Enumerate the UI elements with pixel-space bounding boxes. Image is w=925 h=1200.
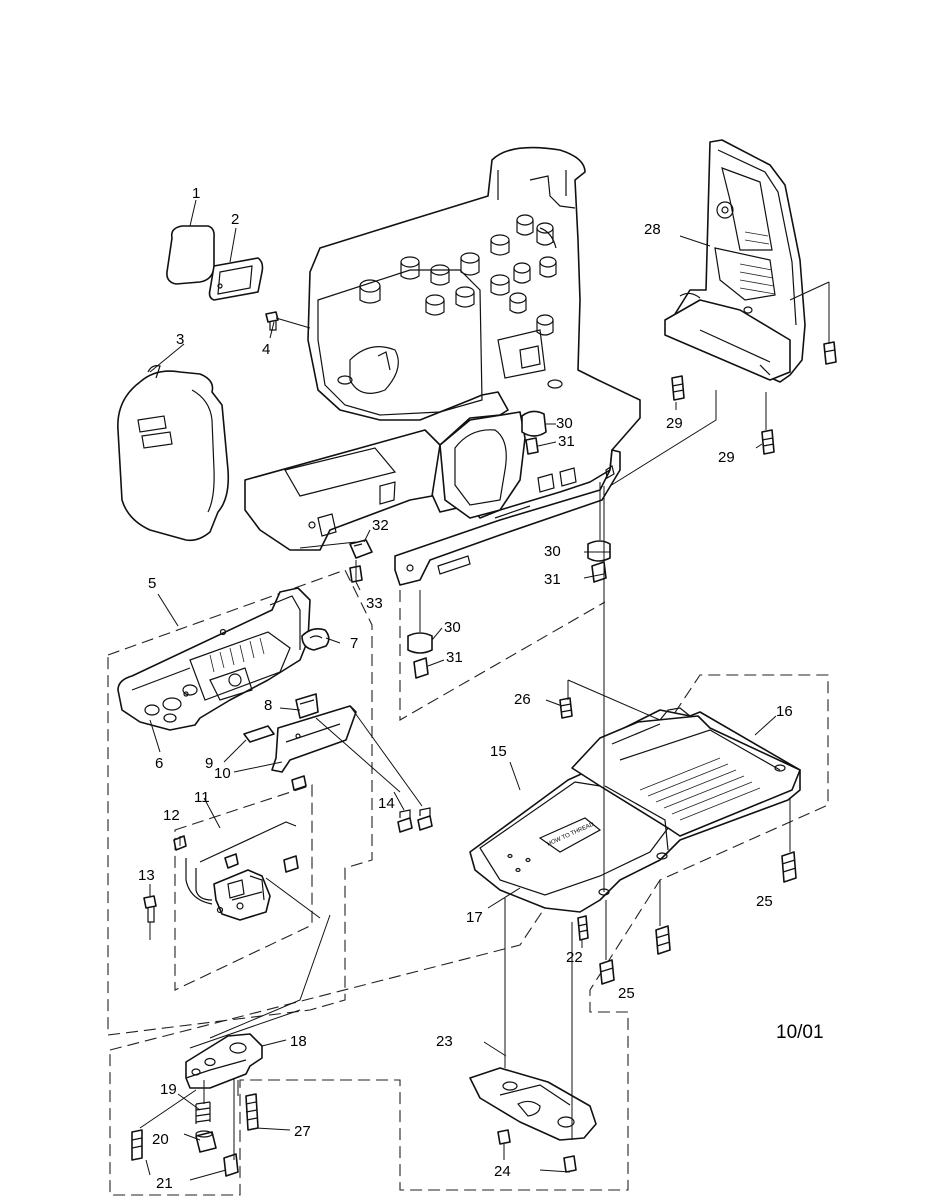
label-7: 7 [350,635,358,652]
part-25-screws [599,851,797,985]
part-11-switch-assembly [185,775,307,921]
label-30a: 30 [556,415,573,432]
part-10-bobbin-cover [271,705,357,773]
part-29-screws [671,341,837,455]
group-outline-11 [174,784,313,991]
label-15: 15 [490,743,507,760]
part-24-screws [497,1129,577,1173]
label-20: 20 [152,1131,169,1148]
label-21: 21 [156,1175,173,1192]
label-11: 11 [194,789,210,806]
part-21-screws [131,1129,239,1177]
label-31a: 31 [558,433,575,450]
part-14-nuts [397,807,433,833]
label-9: 9 [205,755,213,772]
part-20-foot [195,1130,217,1153]
part-31-screws [413,437,607,679]
label-30b: 30 [544,543,561,560]
part-22-screw [577,915,589,941]
group-outline-feet [399,590,606,721]
label-16: 16 [776,703,793,720]
part-9-spring-plate [243,725,275,743]
label-5: 5 [148,575,156,592]
label-6: 6 [155,755,163,772]
label-27: 27 [294,1123,311,1140]
part-4-screw [265,311,279,331]
label-1: 1 [192,185,200,202]
label-29b: 29 [718,449,735,466]
revision-date: 10/01 [776,1022,824,1043]
part-2-window-frame [208,257,264,301]
label-30c: 30 [444,619,461,636]
label-3: 3 [176,331,184,348]
part-32-clip [349,539,373,559]
label-25b: 25 [618,985,635,1002]
main-chassis [244,146,641,586]
label-18: 18 [290,1033,307,1050]
leader-lines [139,199,830,1181]
part-30-feet [407,410,611,654]
label-33: 33 [366,595,383,612]
label-31c: 31 [446,649,463,666]
label-17: 17 [466,909,483,926]
part-18-foot-bracket [185,1033,263,1089]
label-23: 23 [436,1033,453,1050]
label-8: 8 [264,697,272,714]
part-27-screw [245,1093,259,1131]
label-10: 10 [214,765,231,782]
part-19-spring [195,1101,211,1124]
label-13: 13 [138,867,155,884]
label-12: 12 [163,807,180,824]
label-4: 4 [262,341,270,358]
part-16-tray [571,707,801,851]
label-22: 22 [566,949,583,966]
part-28-rear-cover [664,139,806,383]
label-25a: 25 [756,893,773,910]
part-8-bracket [295,693,319,719]
label-24: 24 [494,1163,511,1180]
label-31b: 31 [544,571,561,588]
label-19: 19 [160,1081,177,1098]
part-7-clip [301,628,330,651]
group-outline-5 [107,569,373,1036]
group-outline-15 [109,674,829,1196]
label-28: 28 [644,221,661,238]
label-14: 14 [378,795,395,812]
part-5-plate-assembly [117,587,311,731]
label-2: 2 [231,211,239,228]
part-3-face-cover [117,365,230,542]
part-26-screw [559,697,573,719]
label-29a: 29 [666,415,683,432]
label-26: 26 [514,691,531,708]
part-13-screw [143,895,157,923]
label-32: 32 [372,517,389,534]
part-labels: 1 2 3 4 5 6 7 8 9 10 11 12 13 14 15 16 1… [138,185,793,1192]
part-1-window [166,225,215,285]
part-23-foot-plate [469,1067,597,1141]
